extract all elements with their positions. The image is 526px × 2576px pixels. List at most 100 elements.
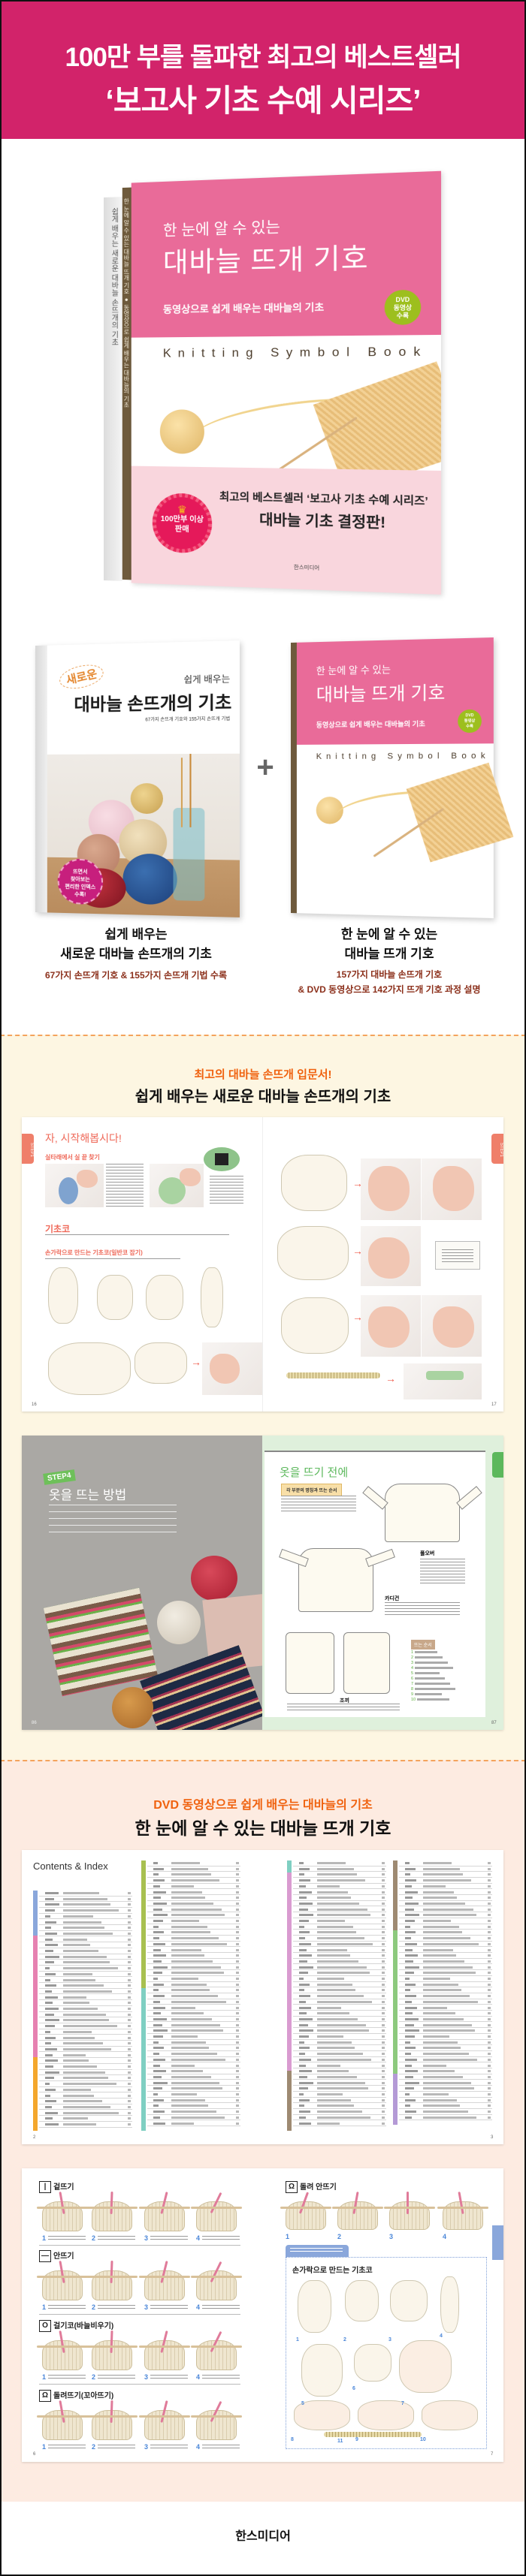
index-page <box>236 1897 239 1899</box>
index-symbol <box>405 2059 417 2061</box>
index-symbol <box>45 1996 58 1999</box>
index-badge: 뜨면서 찾아보는 편리한 인덱스 수록! <box>58 858 103 905</box>
diagram-page-heading: 옷을 뜨기 전에 <box>280 1464 348 1480</box>
book-cover-basics: 새로운 쉽게 배우는 대바늘 손뜨개의 기초 67가지 손뜨개 기호와 155가… <box>35 640 240 917</box>
cast-on-step-number: 9 <box>355 2437 358 2442</box>
step-number: 1 <box>42 2303 46 2311</box>
index-page <box>488 1989 491 1991</box>
index-symbol <box>299 1891 312 1894</box>
index-row <box>399 1907 492 1913</box>
index-entry <box>63 1927 104 1929</box>
index-page <box>488 2093 491 2095</box>
index-entry <box>317 1914 370 1916</box>
index-symbol <box>299 1920 309 1922</box>
index-symbol <box>299 2065 306 2067</box>
index-row <box>293 1970 386 1976</box>
cast-on-step-number: 5 <box>301 2401 304 2406</box>
index-page <box>382 1984 385 1986</box>
spread-subheading: 실타래에서 실 끝 찾기 <box>45 1153 100 1161</box>
index-page <box>488 2070 491 2072</box>
index-row <box>399 2068 492 2074</box>
step-number: 2 <box>92 2443 95 2451</box>
index-page <box>236 1995 239 1997</box>
index-page <box>236 1909 239 1911</box>
index-page <box>382 2035 385 2038</box>
index-entry <box>171 1885 194 1888</box>
index-entry <box>171 1868 208 1870</box>
index-row <box>293 2045 386 2051</box>
stitch-step-illustration <box>42 2270 83 2300</box>
index-symbol <box>299 2099 310 2101</box>
index-row <box>399 2086 492 2092</box>
index-entry <box>317 2029 369 2032</box>
index-row <box>147 2034 240 2040</box>
index-symbol <box>45 2095 50 2097</box>
index-row <box>39 1931 132 1937</box>
index-page <box>382 2065 385 2067</box>
index-page <box>236 2111 239 2113</box>
stitch-step-illustration <box>92 2201 132 2231</box>
index-symbol <box>299 2029 313 2032</box>
index-row <box>147 2098 240 2104</box>
index-row <box>39 1972 132 1978</box>
working-yarn <box>59 2192 65 2214</box>
step-caption <box>150 2375 188 2379</box>
hand <box>433 1166 474 1211</box>
index-symbol <box>299 1885 306 1888</box>
index-entry <box>423 1914 476 1916</box>
index-row <box>147 2045 240 2051</box>
index-entry <box>423 2029 475 2032</box>
index-page <box>128 1927 131 1929</box>
body-text <box>106 1164 144 1207</box>
index-row <box>147 1993 240 1999</box>
index-page <box>236 1926 239 1928</box>
caption-line2: 새로운 대바늘 손뜨개의 기초 <box>12 945 260 964</box>
index-row <box>39 1960 132 1966</box>
index-entry <box>317 2117 370 2119</box>
stitch-heading: |겉뜨기 <box>39 2180 74 2193</box>
green-yarn-photo <box>150 1164 204 1207</box>
index-symbol <box>405 1984 416 1986</box>
index-symbol <box>299 1949 307 1951</box>
index-row <box>147 2005 240 2011</box>
chapter-tab <box>492 2225 503 2260</box>
index-page <box>488 1903 491 1905</box>
cast-on-diagram <box>354 2344 391 2382</box>
index-entry <box>63 1996 86 1999</box>
dvd-badge-line: 수록 <box>458 724 482 730</box>
cast-on-diagram <box>146 1275 183 1320</box>
index-symbol <box>45 1956 59 1958</box>
order-list: 1 2 3 4 5 6 7 8 9 10 <box>411 1650 455 1703</box>
index-row <box>293 2080 386 2086</box>
order-item: 2 <box>411 1656 455 1661</box>
cast-on-step-number: 2 <box>343 2337 346 2343</box>
index-row <box>399 2034 492 2040</box>
index-entry <box>423 1995 470 1997</box>
index-row <box>147 1976 240 1982</box>
index-symbol <box>153 2001 160 2003</box>
cast-on-step-number: 1 <box>296 2337 299 2343</box>
step-number: 2 <box>92 2234 95 2242</box>
stitch-step-illustration <box>196 2270 237 2300</box>
index-row <box>39 2075 132 2081</box>
publisher-logo: 한스미디어 <box>0 2526 526 2544</box>
index-page <box>382 1937 385 1939</box>
index-page <box>382 1949 385 1951</box>
index-entry <box>63 1956 107 1958</box>
working-yarn <box>59 2261 65 2283</box>
index-page <box>128 2083 131 2085</box>
body-text <box>281 1496 356 1512</box>
index-symbol <box>405 2117 412 2119</box>
index-page <box>488 1984 491 1986</box>
index-entry <box>171 2001 226 2003</box>
working-yarn <box>160 2400 168 2423</box>
index-entry <box>171 1926 207 1928</box>
index-entry <box>171 2007 195 2009</box>
index-entry <box>317 1885 340 1888</box>
index-entry <box>171 1909 222 1911</box>
index-symbol <box>153 2053 159 2055</box>
index-symbol <box>299 2104 304 2107</box>
index-entry <box>171 1978 198 1980</box>
badge-line: 수록! <box>59 891 101 899</box>
order-number: 7 <box>411 1682 413 1686</box>
